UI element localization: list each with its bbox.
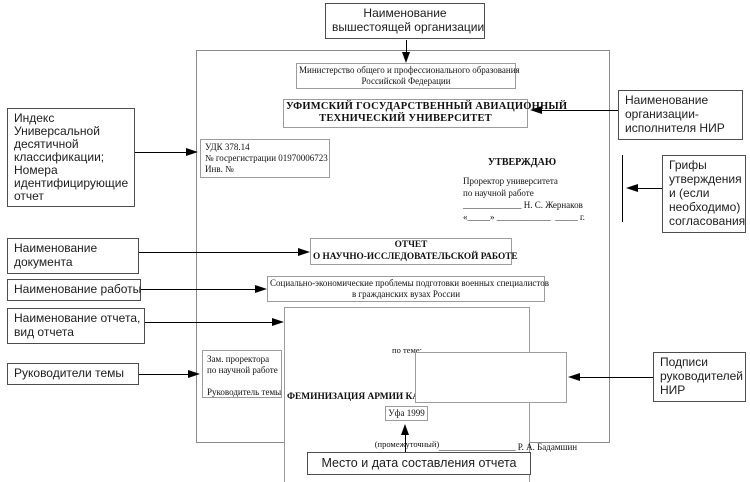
callout-place-date: Место и дата составления отчета (307, 452, 531, 475)
connector-udc (135, 152, 186, 153)
approval-block: УТВЕРЖДАЮ Проректор университета по науч… (463, 157, 598, 224)
arrow-right-icon (298, 248, 310, 256)
callout-report-name: Наименование отчета, вид отчета (7, 308, 145, 344)
connector-place-date (405, 435, 406, 452)
udc-number-box: УДК 378.14 № госрегистрации 01970006723 … (200, 139, 330, 178)
university-box: УФИМСКИЙ ГОСУДАРСТВЕННЫЙ АВИАЦИОННЫЙ ТЕХ… (283, 99, 567, 128)
arrow-left-icon (568, 373, 580, 381)
arrow-down-icon (402, 52, 410, 63)
leaders-box: Зам. проректора по научной работе Руково… (202, 350, 282, 398)
approval-body: Проректор университета по научной работе… (463, 176, 585, 222)
callout-executor-organization: Наименование организации- исполнителя НИ… (618, 90, 743, 140)
report-title-box: ОТЧЕТ О НАУЧНО-ИССЛЕДОВАТЕЛЬСКОЙ РАБОТЕ (310, 238, 518, 266)
arrow-up-icon (401, 424, 409, 435)
theme-prefix: по теме: (392, 345, 422, 355)
connector-approval-stamps (638, 188, 662, 189)
callout-theme-leaders: Руководители темы (7, 363, 139, 385)
callout-nir-signatures: Подписи руководителей НИР (653, 352, 746, 402)
signatures-box: _________________ Р. А. Бадамшин подпись… (415, 352, 577, 452)
arrow-left-icon (626, 184, 638, 192)
theme-type: (промежуточный) (374, 439, 440, 450)
arrow-right-icon (272, 318, 284, 326)
connector-parent-org (406, 40, 407, 53)
arrow-right-icon (186, 148, 198, 156)
arrow-right-icon (255, 285, 267, 293)
connector-nir-signatures (580, 377, 653, 378)
connector-document-name (139, 252, 298, 253)
connector-executor-org (542, 110, 618, 111)
connector-theme-leaders (139, 374, 188, 375)
connector-work-name (141, 289, 255, 290)
connector-report-name (145, 322, 272, 323)
city-year-box: Уфа 1999 (385, 406, 428, 421)
callout-parent-organization: Наименование вышестоящей организации (325, 3, 485, 39)
signature-row: _________________ Р. А. Бадамшин подпись… (421, 394, 577, 482)
ministry-box: Министерство общего и профессионального … (296, 63, 520, 89)
approval-title: УТВЕРЖДАЮ (487, 157, 557, 168)
arrow-right-icon (188, 370, 200, 378)
signature-blank: _________________ (439, 441, 516, 452)
approval-bracket-line (622, 155, 623, 222)
work-title-box: Социально-экономические проблемы подгото… (267, 276, 549, 302)
arrow-left-icon (530, 106, 542, 114)
callout-udc-index: Индекс Универсальной десятичной классифи… (7, 108, 135, 207)
callout-document-name: Наименование документа (7, 238, 139, 274)
callout-work-name: Наименование работы (7, 279, 141, 301)
signature-name: Р. А. Бадамшин (517, 441, 578, 452)
callout-approval-stamps: Грифы утверждения и (если необходимо) со… (662, 155, 746, 233)
